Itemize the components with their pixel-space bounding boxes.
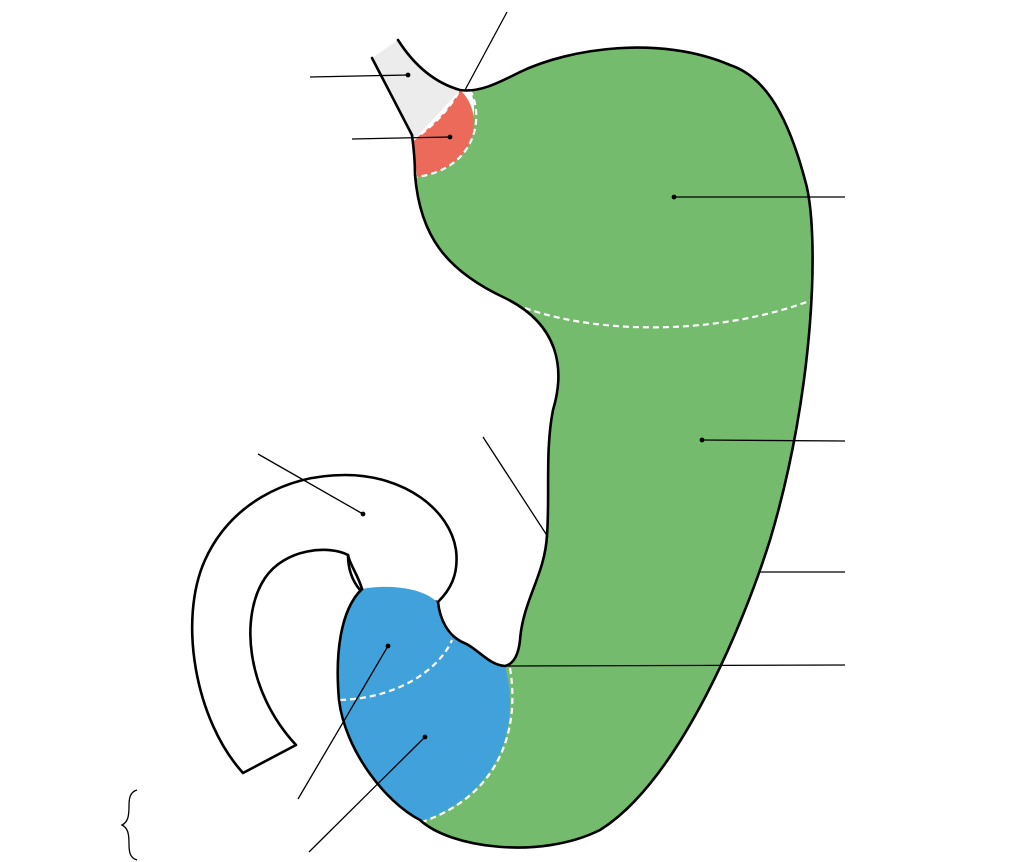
cardia-region: [413, 90, 475, 177]
leader-esophagus: [309, 74, 409, 78]
stomach-body-region: [415, 47, 813, 848]
leader-cardia: [351, 136, 451, 140]
leader-pyloric-canal: [297, 645, 389, 800]
esophagus-region: [372, 40, 460, 140]
region-boundaries: [339, 89, 813, 824]
leader-cardia-notch: [464, 11, 508, 91]
leader-angular-incisure: [506, 664, 846, 667]
curly-brace: [120, 789, 138, 861]
leader-body: [701, 439, 846, 442]
leader-lesser-curvature: [482, 436, 549, 538]
duodenum-region: [190, 473, 458, 775]
leader-lines: [257, 11, 846, 853]
leader-pyloric-antrum: [308, 736, 426, 853]
stomach-outline: [336, 38, 814, 849]
leader-duodenum: [257, 453, 364, 515]
